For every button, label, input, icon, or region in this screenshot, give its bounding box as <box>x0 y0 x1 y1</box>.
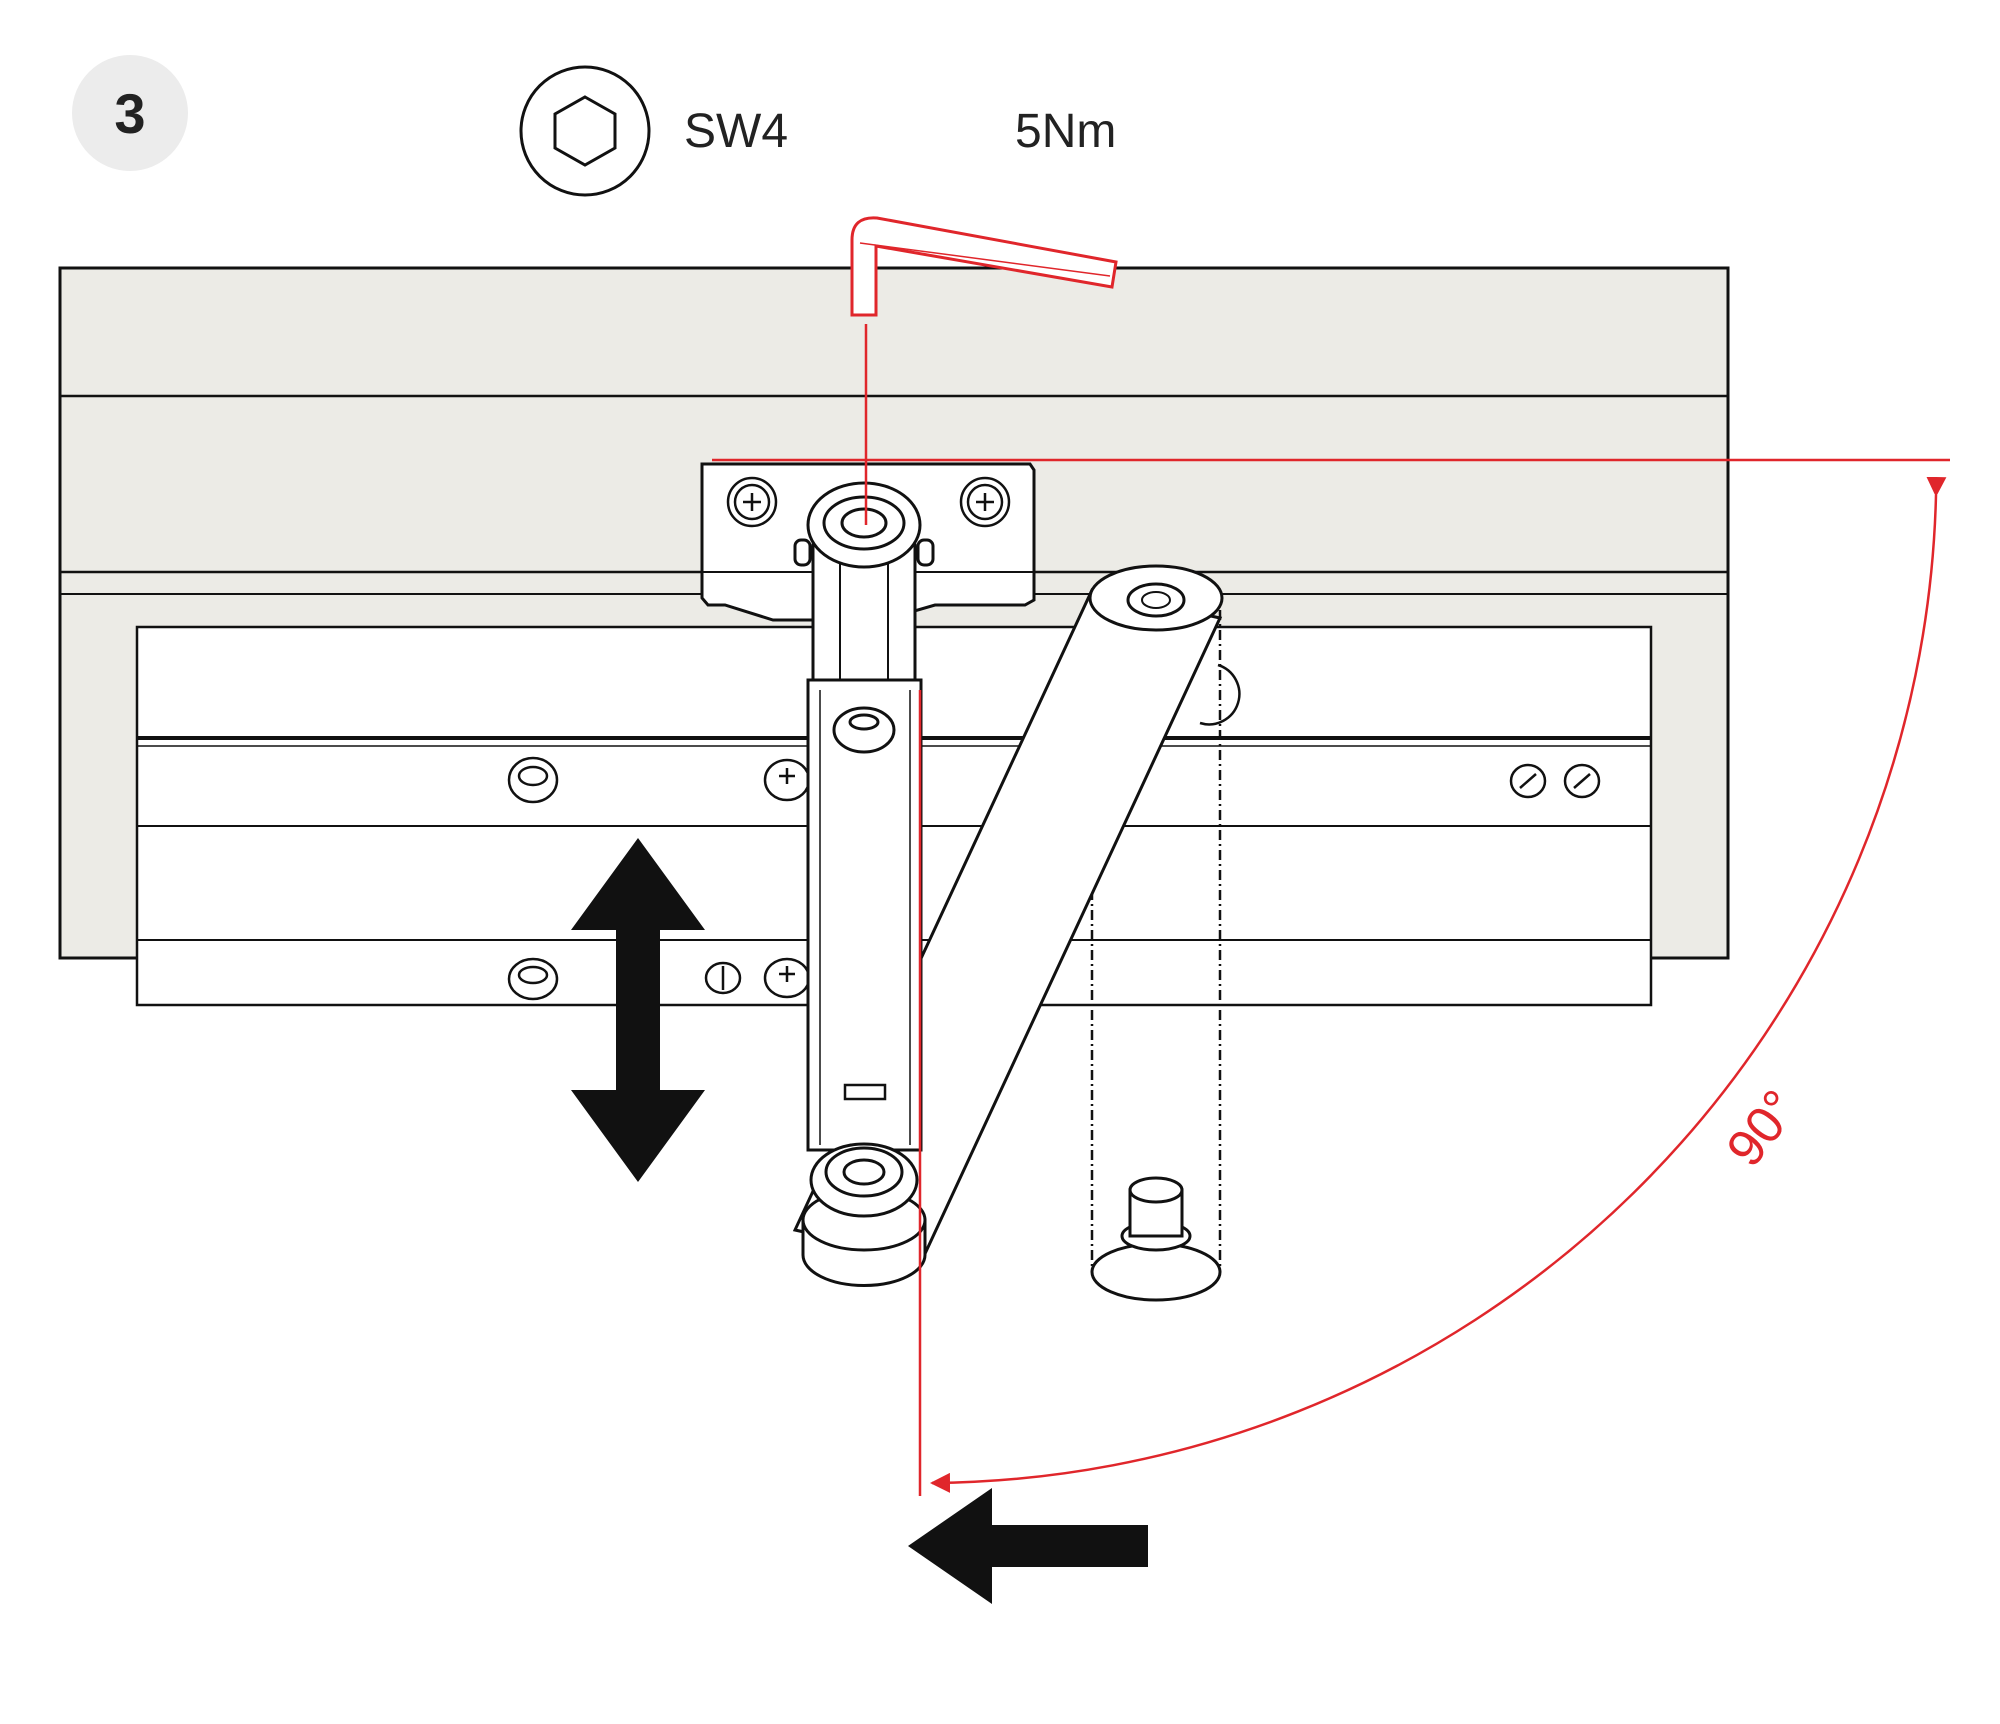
rotation-indicator <box>712 458 1950 1496</box>
torque-label: 5Nm <box>1015 105 1116 158</box>
angle-label: 90° <box>1716 1080 1810 1178</box>
step-number: 3 <box>114 82 145 145</box>
bottom-joint <box>801 1142 927 1287</box>
tool-spec: SW4 5Nm <box>519 65 1116 197</box>
arm-pin <box>1120 1176 1192 1252</box>
hex-key-tool <box>850 216 1118 525</box>
step-badge: 3 <box>72 55 188 171</box>
arrow-left-icon <box>908 1488 1148 1604</box>
double-arrow-vertical-icon <box>571 838 705 1182</box>
hex-key-icon <box>519 65 651 197</box>
tool-size-label: SW4 <box>684 105 788 158</box>
arm-screw <box>832 706 896 754</box>
top-joint <box>793 481 935 569</box>
adjustable-arm <box>793 481 935 1287</box>
